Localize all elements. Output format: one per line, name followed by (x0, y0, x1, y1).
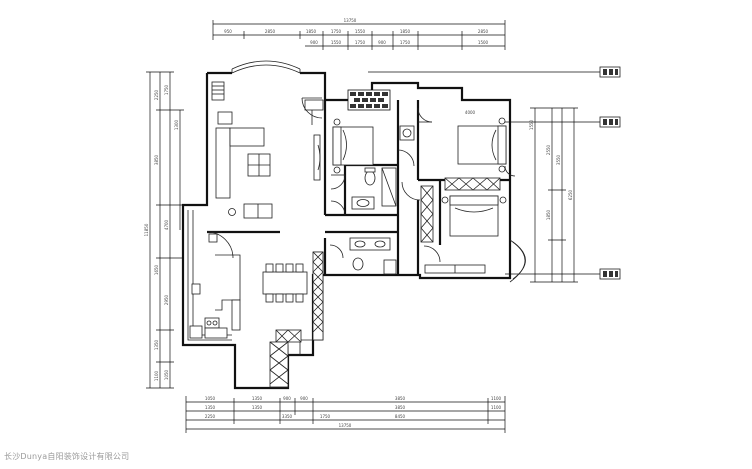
bedroom-right-upper: 4000 (417, 107, 507, 173)
section-marker-icon (599, 116, 621, 128)
bottom-dim-3: 900 (283, 396, 291, 401)
top-dim-7: 2850 (478, 29, 489, 34)
bottom-dim-5: 3850 (395, 396, 406, 401)
left-dim-5: 1100 (154, 370, 159, 381)
kitchen-sink (204, 327, 228, 339)
top-dim-2: 2850 (265, 29, 276, 34)
bathroom-upper (330, 167, 397, 210)
left-inner-dim-3: 4700 (164, 219, 169, 230)
top-dim-6: 1850 (400, 29, 411, 34)
toilet-2 (352, 257, 364, 271)
top-dim-4: 1750 (331, 29, 342, 34)
bathroom-lower (329, 237, 397, 275)
bedroom-left (332, 118, 415, 174)
left-dim-4: 1350 (154, 339, 159, 350)
left-dimension-lines: 2250 3850 1650 1350 1100 1750 1300 4700 … (144, 71, 184, 389)
bed-dim-label: 4000 (465, 110, 476, 115)
ac-unit (211, 81, 225, 101)
left-inner-dim-4: 2950 (164, 294, 169, 305)
doors (206, 97, 346, 259)
left-overall-dim: 11850 (144, 223, 149, 236)
bottom-row2-dim-1: 1350 (205, 405, 216, 410)
top-row2-dim-2: 1550 (331, 40, 342, 45)
left-dim-2: 3850 (154, 154, 159, 165)
bedroom-right-lower (401, 165, 516, 274)
right-dim-4: 3550 (556, 154, 561, 165)
top-row2-dim-4: 900 (378, 40, 386, 45)
bottom-row3-dim-3: 1750 (320, 414, 331, 419)
right-dim-5: 6250 (568, 189, 573, 200)
bottom-dim-1: 1050 (205, 396, 216, 401)
kitchen (187, 210, 241, 341)
left-inner-dim-2: 1300 (174, 119, 179, 130)
top-row2-dim-1: 900 (310, 40, 318, 45)
top-overall-dim: 13750 (344, 18, 357, 23)
section-marker-icon (599, 268, 621, 280)
top-row2-dim-6: 1500 (478, 40, 489, 45)
bottom-row2-dim-4: 1100 (491, 405, 502, 410)
bottom-dimension-lines: 1050 1350 900 900 3850 1100 1350 1350 38… (185, 396, 506, 433)
top-row2-dim-5: 1750 (400, 40, 411, 45)
top-dim-1: 950 (224, 29, 232, 34)
right-dim-2: 2550 (546, 144, 551, 155)
left-dim-3: 1650 (154, 264, 159, 275)
sofa-side (229, 127, 265, 147)
living-room (211, 81, 324, 219)
dining-area (262, 263, 308, 303)
top-dim-3: 1850 (306, 29, 317, 34)
bottom-row3-dim-4: 8450 (395, 414, 406, 419)
lattice-cabinets (269, 177, 501, 388)
bottom-row3-dim-1: 2250 (205, 414, 216, 419)
right-dim-3: 1850 (546, 209, 551, 220)
bottom-overall-dim: 13750 (339, 423, 352, 428)
right-dimension-lines: 1550 2550 1850 3550 6250 (529, 107, 578, 283)
bottom-dim-6: 1100 (491, 396, 502, 401)
top-dim-5: 1550 (355, 29, 366, 34)
bottom-dim-2: 1350 (252, 396, 263, 401)
top-dimension-lines: 13750 950 2850 1850 1750 1550 1850 2850 … (212, 18, 506, 50)
tv-cabinet (313, 134, 321, 181)
structural-columns (347, 89, 391, 111)
bottom-row3-dim-2: 3350 (282, 414, 293, 419)
dining-table (262, 271, 308, 295)
bottom-row2-dim-3: 3850 (395, 405, 406, 410)
left-inner-dim-5: 1050 (164, 369, 169, 380)
bottom-dim-4: 900 (300, 396, 308, 401)
section-markers (368, 66, 621, 280)
left-dim-1: 2250 (154, 89, 159, 100)
sofa (215, 127, 231, 199)
top-row2-dim-3: 1750 (355, 40, 366, 45)
left-inner-dim-1: 1750 (164, 84, 169, 95)
bottom-row2-dim-2: 1350 (252, 405, 263, 410)
watermark-text: 长沙Dunya自阳装饰设计有限公司 (4, 452, 130, 461)
toilet (364, 170, 376, 186)
right-dim-1: 1550 (529, 119, 534, 130)
section-marker-icon (599, 66, 621, 78)
